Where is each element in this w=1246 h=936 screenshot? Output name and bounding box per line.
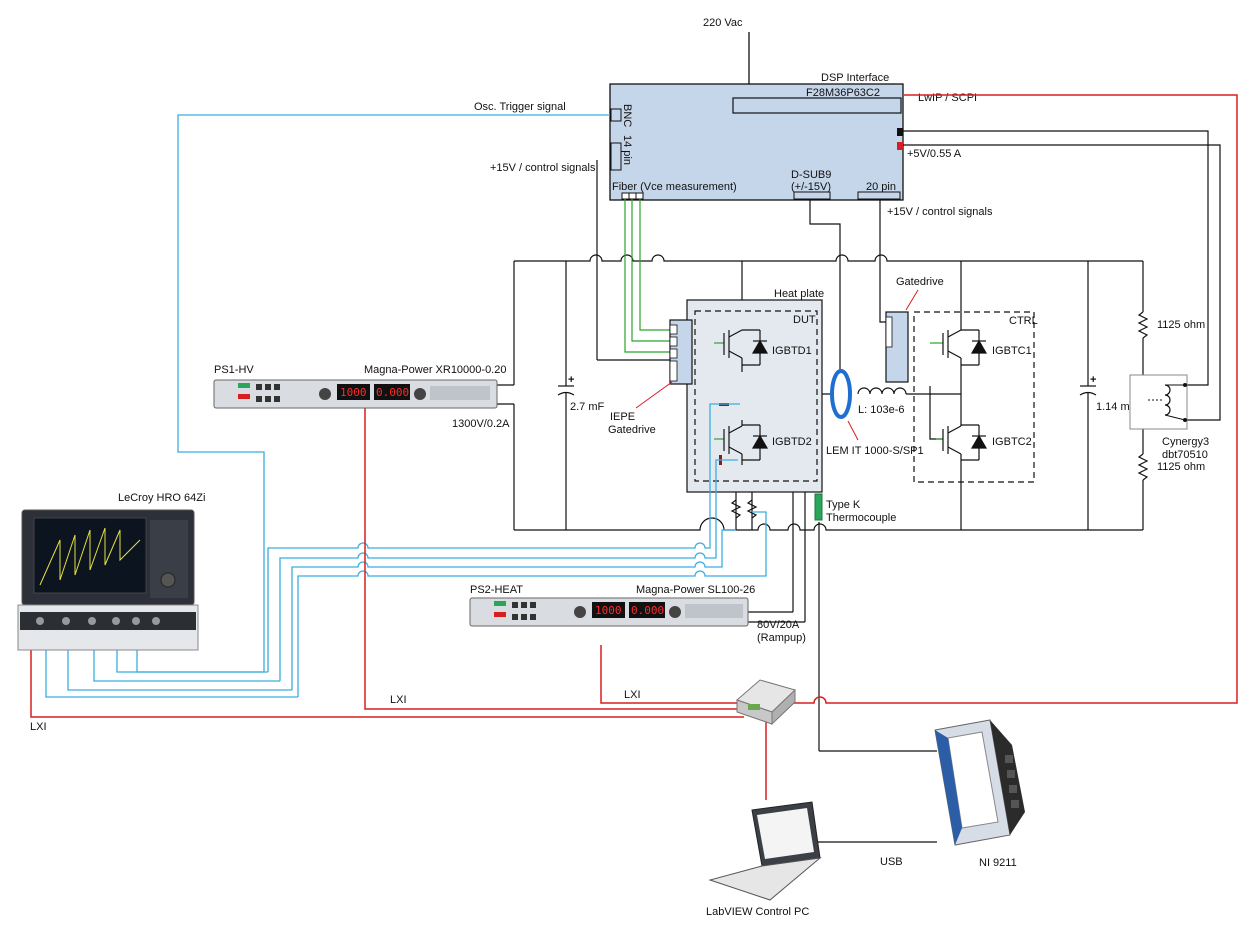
iepe-gatedrive-label: Gatedrive <box>608 424 656 436</box>
res-bottom-label: 1125 ohm <box>1157 461 1205 473</box>
relay-label-2: dbt70510 <box>1162 449 1208 461</box>
lwip-label: LwIP / SCPI <box>918 92 977 104</box>
dsub9-label: D-SUB9 <box>791 169 831 181</box>
control-signals-left-label: +15V / control signals <box>490 162 596 174</box>
pin14-label: 14 pin <box>621 135 633 165</box>
igbtd2-label: IGBTD2 <box>772 436 812 448</box>
igbtc2-label: IGBTC2 <box>992 436 1032 448</box>
dsp-title: DSP Interface <box>821 72 889 84</box>
relay-box <box>1129 374 1188 430</box>
res-top-label: 1125 ohm <box>1157 319 1205 331</box>
lxi-ps2-label: LXI <box>624 689 641 701</box>
dut-box <box>694 310 818 482</box>
ps2-name: PS2-HEAT <box>470 584 523 596</box>
control-signals-right-label: +15V / control signals <box>887 206 993 218</box>
mains-label: 220 Vac <box>703 17 743 29</box>
ps2-voltage-display: 1000 <box>595 604 622 617</box>
probe-cables <box>45 114 767 698</box>
svg-text:+: + <box>1090 374 1096 386</box>
osc-trigger-label: Osc. Trigger signal <box>474 101 566 113</box>
gatedrive-label: Gatedrive <box>896 276 944 288</box>
plus5v-label: +5V/0.55 A <box>907 148 962 160</box>
ni-label: NI 9211 <box>979 857 1017 869</box>
thermo-label-1: Type K <box>826 499 861 511</box>
pin20-label: 20 pin <box>866 181 896 193</box>
igbtc1-symbol <box>930 329 988 372</box>
lem-current-sensor <box>830 369 852 419</box>
pc-label: LabVIEW Control PC <box>706 906 809 918</box>
igbtd2-symbol <box>714 420 769 465</box>
scope-label: LeCroy HRO 64Zi <box>118 492 205 504</box>
ps1-name: PS1-HV <box>214 364 254 376</box>
dsub9-voltage: (+/-15V) <box>791 181 831 193</box>
usb-label: USB <box>880 856 903 868</box>
power-wiring <box>497 130 1221 752</box>
iepe-label: IEPE <box>610 411 635 423</box>
ps2-rating-2: (Rampup) <box>757 632 806 644</box>
ps1-voltage-display: 1000 <box>340 386 367 399</box>
laptop <box>708 801 822 901</box>
ps1-current-display: 0.000 <box>376 386 409 399</box>
thermocouple <box>814 493 823 521</box>
ps1-model: Magna-Power XR10000-0.20 <box>364 364 506 376</box>
heat-plate-label: Heat plate <box>774 288 824 300</box>
cap-right-label: 1.14 mF <box>1096 401 1137 413</box>
ethernet-cables <box>30 94 1238 800</box>
bnc-label: BNC <box>621 104 633 127</box>
dsp-chip-label: F28M36P63C2 <box>806 87 880 99</box>
ps2-current-display: 0.000 <box>631 604 664 617</box>
thermo-label-2: Thermocouple <box>826 512 896 524</box>
dsp-interface-box: DSP Interface F28M36P63C2 BNC 14 pin Fib… <box>609 72 904 201</box>
ps1-hv-supply: 1000 0.000 <box>213 379 498 409</box>
lxi-ps1-label: LXI <box>390 694 407 706</box>
fiber-label: Fiber (Vce measurement) <box>612 181 737 193</box>
network-switch <box>736 679 796 726</box>
lem-label: LEM IT 1000-S/SP1 <box>826 445 924 457</box>
iepe-gatedrive-module <box>669 319 693 385</box>
ni-9211-module <box>934 719 1025 846</box>
lxi-scope-label: LXI <box>30 721 47 733</box>
dut-label: DUT <box>793 314 816 326</box>
heat-plate <box>686 299 823 493</box>
relay-label-1: Cynergy3 <box>1162 436 1209 448</box>
igbtc2-symbol <box>929 402 988 465</box>
igbtd1-label: IGBTD1 <box>772 345 812 357</box>
svg-text:+: + <box>568 374 574 386</box>
igbtd1-symbol <box>714 329 769 372</box>
cap-left-label: 2.7 mF <box>570 401 605 413</box>
ps2-model: Magna-Power SL100-26 <box>636 584 755 596</box>
ps2-heat-supply: 1000 0.000 <box>469 597 749 627</box>
ps2-rating-1: 80V/20A <box>757 619 800 631</box>
inductor-label: L: 103e-6 <box>858 404 904 416</box>
ctrl-label: CTRL <box>1009 315 1038 327</box>
ps1-rating: 1300V/0.2A <box>452 418 510 430</box>
oscilloscope <box>17 509 199 651</box>
dsp-chip-box <box>732 97 902 114</box>
igbtc1-label: IGBTC1 <box>992 345 1032 357</box>
ctrl-box <box>913 311 1035 483</box>
